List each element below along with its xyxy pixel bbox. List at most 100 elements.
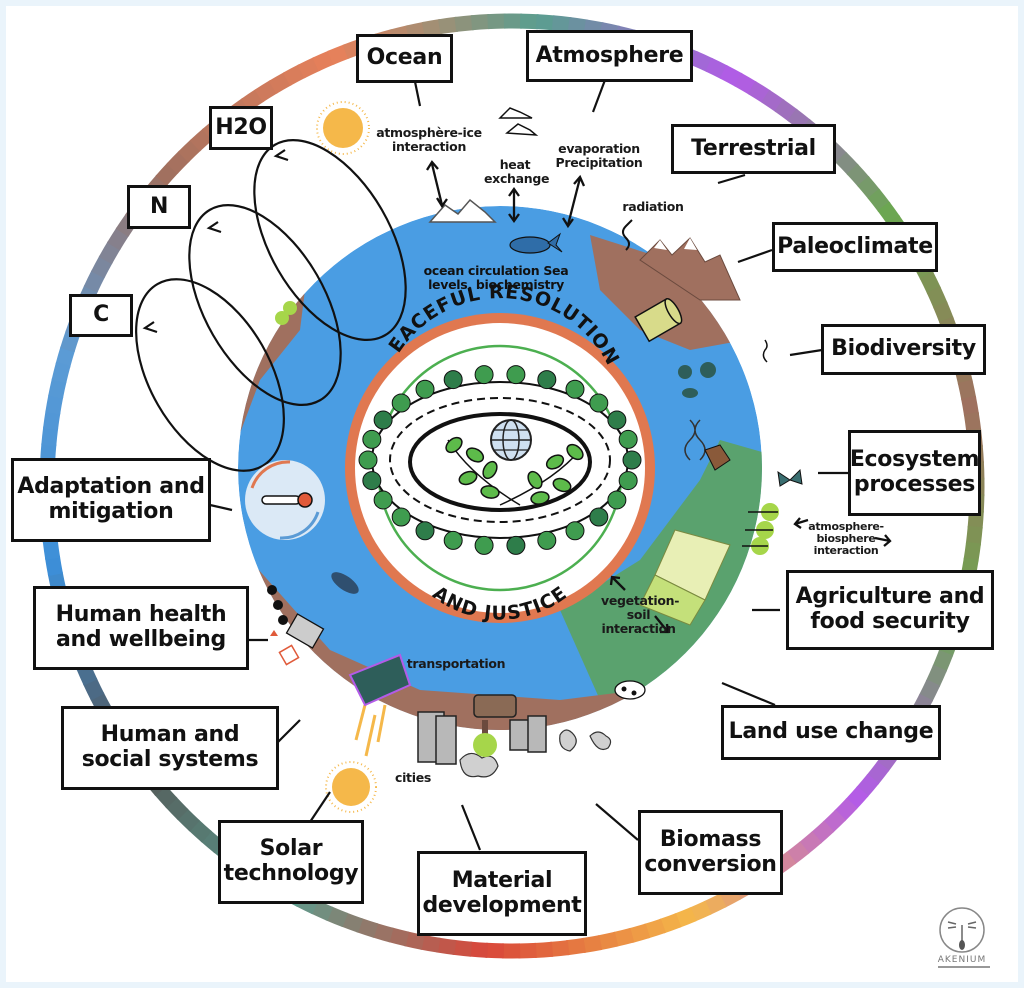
signature-logo	[938, 907, 990, 968]
ring-segment	[705, 57, 729, 80]
label-transportation: transportation	[406, 656, 506, 671]
ring-segment	[45, 555, 63, 577]
ring-segment	[798, 831, 822, 855]
person	[443, 370, 463, 390]
ring-segment	[918, 679, 941, 703]
ring-segment	[774, 98, 798, 122]
arrows	[426, 160, 892, 634]
ring-segment	[846, 163, 870, 188]
label-cities: cities	[394, 770, 432, 785]
ring-segment	[963, 412, 982, 433]
ring-segment	[454, 15, 474, 32]
callout-lines	[209, 71, 848, 851]
ring-segment	[961, 395, 979, 417]
ring-segment	[188, 819, 212, 843]
label-atmosphere-ice: atmosphère-ice interaction	[376, 125, 482, 154]
ring-segment	[189, 128, 214, 152]
person	[618, 429, 638, 449]
ring-segment	[98, 241, 121, 265]
person	[474, 365, 494, 385]
ring-segment	[51, 361, 71, 384]
ring-segment	[83, 269, 106, 293]
sun-icon	[316, 101, 370, 155]
box-land-use: Land use change	[721, 705, 941, 760]
thermometer-icon	[245, 460, 325, 540]
radiation-squiggle	[622, 219, 633, 251]
label-evaporation: evaporation Precipitation	[555, 141, 643, 170]
person	[607, 410, 627, 430]
ring-segment	[438, 16, 459, 35]
ring-segment	[613, 927, 635, 947]
ring-segment	[957, 379, 977, 401]
olive-branch-icon	[445, 436, 584, 506]
trees-right	[742, 503, 779, 555]
ring-segment	[822, 809, 847, 833]
ring-segment	[965, 525, 983, 546]
ring-segment	[405, 21, 427, 41]
ring-segment	[866, 761, 890, 785]
clouds	[498, 107, 539, 136]
ring-segment	[240, 88, 265, 112]
ring-segment	[421, 19, 443, 37]
label-radiation: radiation	[622, 199, 684, 214]
ring-segment	[485, 942, 505, 959]
box-material: Material development	[417, 851, 587, 936]
ring-segment	[703, 893, 727, 916]
ring-segment	[963, 541, 981, 562]
person	[607, 490, 627, 510]
ring-segment	[565, 937, 586, 956]
person	[373, 490, 393, 510]
butterfly-icon	[777, 468, 803, 487]
field-patches	[639, 529, 731, 626]
ring-segment	[761, 89, 785, 113]
signature-text: AKENIUM	[938, 955, 986, 965]
box-terrestrial: Terrestrial	[671, 124, 836, 174]
ring-segment	[690, 51, 714, 73]
person	[565, 379, 585, 399]
biodiversity-icons	[678, 362, 716, 398]
ring-segment	[856, 773, 880, 798]
person	[589, 507, 609, 527]
ring-segment	[312, 50, 335, 72]
biodiversity-squiggle	[762, 339, 768, 363]
health-icons	[267, 585, 325, 666]
ring-segment	[403, 931, 425, 950]
label-ocean-circulation: ocean circulation Sea levels, biochemist…	[423, 263, 569, 292]
core-sample-icon	[634, 297, 683, 343]
person	[537, 530, 557, 550]
ring-segment	[867, 188, 891, 213]
iceberg	[428, 198, 497, 223]
ring-segment	[41, 426, 59, 447]
person	[618, 471, 638, 491]
box-paleoclimate: Paleoclimate	[772, 222, 938, 272]
ring-segment	[534, 941, 554, 958]
ring-segment	[674, 907, 697, 928]
ring-segment	[643, 918, 666, 939]
ring-segment	[535, 14, 556, 31]
box-ocean: Ocean	[356, 34, 453, 83]
ring-segment	[857, 176, 881, 200]
ring-segment	[628, 923, 651, 943]
ring-segment	[268, 71, 292, 94]
ring-segment	[372, 922, 394, 943]
label-heat-exchange: heat exchange	[484, 157, 550, 186]
ring-segment	[340, 912, 364, 933]
ring-segment	[845, 786, 869, 810]
ring-segment	[297, 56, 321, 79]
fish-icon	[331, 572, 359, 594]
ring-segment	[597, 931, 619, 951]
box-adaptation: Adaptation and mitigation	[11, 458, 211, 542]
box-ecosystem: Ecosystem processes	[848, 430, 981, 516]
city-buildings	[417, 694, 547, 765]
ring-segment	[177, 139, 202, 163]
tree-icon	[473, 720, 497, 757]
ring-segment	[932, 649, 954, 673]
ring-segment	[166, 150, 190, 174]
person	[506, 535, 526, 555]
ring-segment	[325, 906, 349, 928]
ring-segment	[43, 410, 61, 431]
ring-segment	[310, 899, 334, 921]
person	[362, 471, 382, 491]
ring-segment	[327, 44, 350, 65]
ring-segment	[468, 941, 489, 958]
